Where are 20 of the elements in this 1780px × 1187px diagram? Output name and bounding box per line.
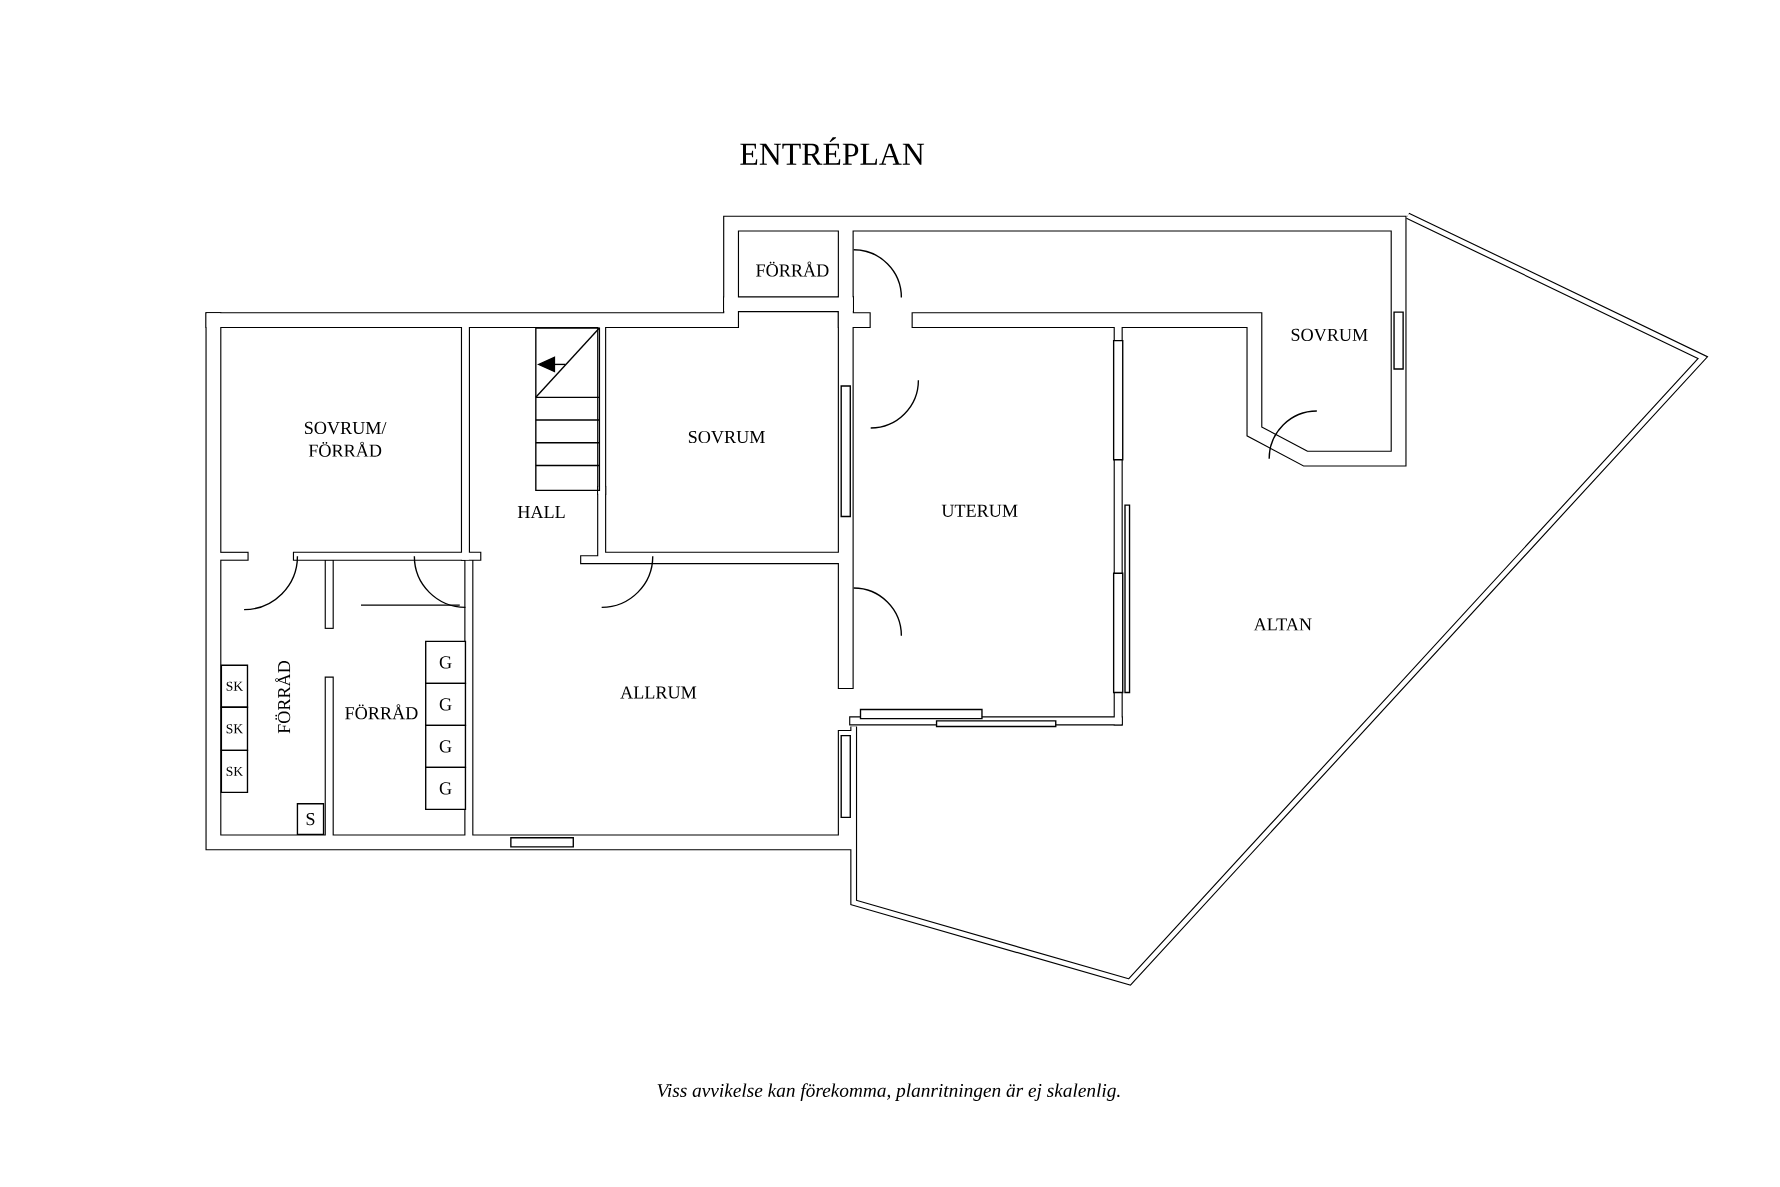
room-label: FÖRRÅD [756,261,829,277]
cabinet-box: SK [220,749,249,793]
room-label: SOVRUM [688,430,765,443]
title: ENTRÉPLAN [740,137,925,165]
room-label: ALLRUM [620,686,697,699]
room-label: SOVRUM/ FÖRRÅD [304,421,387,457]
room-label: FÖRRÅD [275,660,291,734]
room-label: HALL [517,505,565,518]
cabinet-box: G [425,682,467,726]
room-label: FÖRRÅD [345,704,418,720]
room-label: UTERUM [941,504,1018,517]
cabinet-box: G [425,724,467,768]
cabinet-box: G [425,640,467,684]
room-label: ALTAN [1253,618,1312,631]
caption: Viss avvikelse kan förekomma, planritningen är ej skalenlig. [657,1083,1120,1101]
room-label: SOVRUM [1291,328,1368,341]
cabinet-box: SK [220,706,249,751]
cabinet-box: S [296,802,325,835]
cabinet-box: G [425,766,467,810]
cabinet-box: SK [220,664,249,708]
